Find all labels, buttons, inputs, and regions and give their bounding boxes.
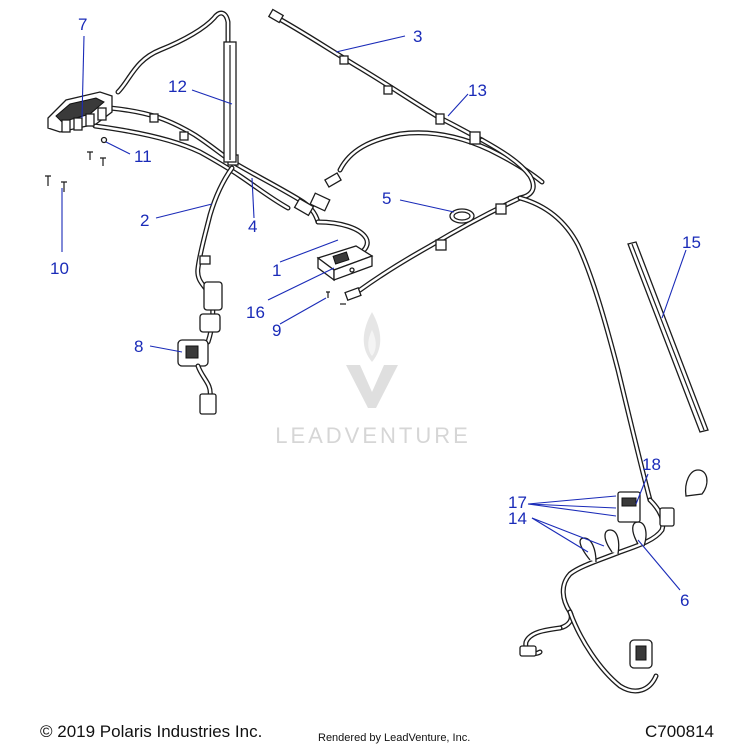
callout-9: 9	[272, 321, 281, 340]
callout-8: 8	[134, 337, 143, 356]
callout-13: 13	[468, 81, 487, 100]
screws-10	[45, 175, 67, 192]
diagram-code: C700814	[644, 722, 714, 741]
callout-2: 2	[140, 211, 149, 230]
callout-4: 4	[248, 217, 257, 236]
part-7-relay-module	[47, 91, 113, 133]
part-1-module	[316, 245, 374, 282]
callout-11: 11	[134, 147, 152, 166]
part-12-conduit	[223, 41, 237, 163]
callout-14: 14	[508, 509, 527, 528]
callout-10: 10	[50, 259, 69, 278]
callout-17: 17	[508, 493, 527, 512]
callout-15: 15	[682, 233, 701, 252]
callout-6: 6	[680, 591, 689, 610]
copyright-text: © 2019 Polaris Industries Inc.	[40, 722, 263, 741]
rear-harness	[519, 469, 708, 694]
part-15-trim-strip	[627, 241, 709, 433]
callout-5: 5	[382, 189, 391, 208]
callout-12: 12	[168, 77, 187, 96]
callout-16: 16	[246, 303, 265, 322]
main-harness	[92, 10, 370, 301]
callout-1: 1	[272, 261, 281, 280]
screws-9	[326, 291, 346, 305]
watermark: LEADVENTURE	[275, 312, 471, 448]
callout-3: 3	[413, 27, 422, 46]
flame-v-logo-icon	[346, 312, 398, 408]
watermark-text: LEADVENTURE	[275, 423, 471, 448]
part-3-harness	[267, 8, 485, 143]
leader-lines	[61, 35, 687, 591]
roof-harness	[324, 130, 653, 503]
callout-18: 18	[642, 455, 661, 474]
screws-11	[87, 136, 108, 166]
callout-labels: 7 12 3 13 11 2 4 5 15 1 10 16 9 8 18 17 …	[50, 15, 701, 610]
callout-7: 7	[78, 15, 87, 34]
rendered-by-text: Rendered by LeadVenture, Inc.	[318, 732, 471, 744]
part-8-switch-assembly	[177, 281, 223, 415]
